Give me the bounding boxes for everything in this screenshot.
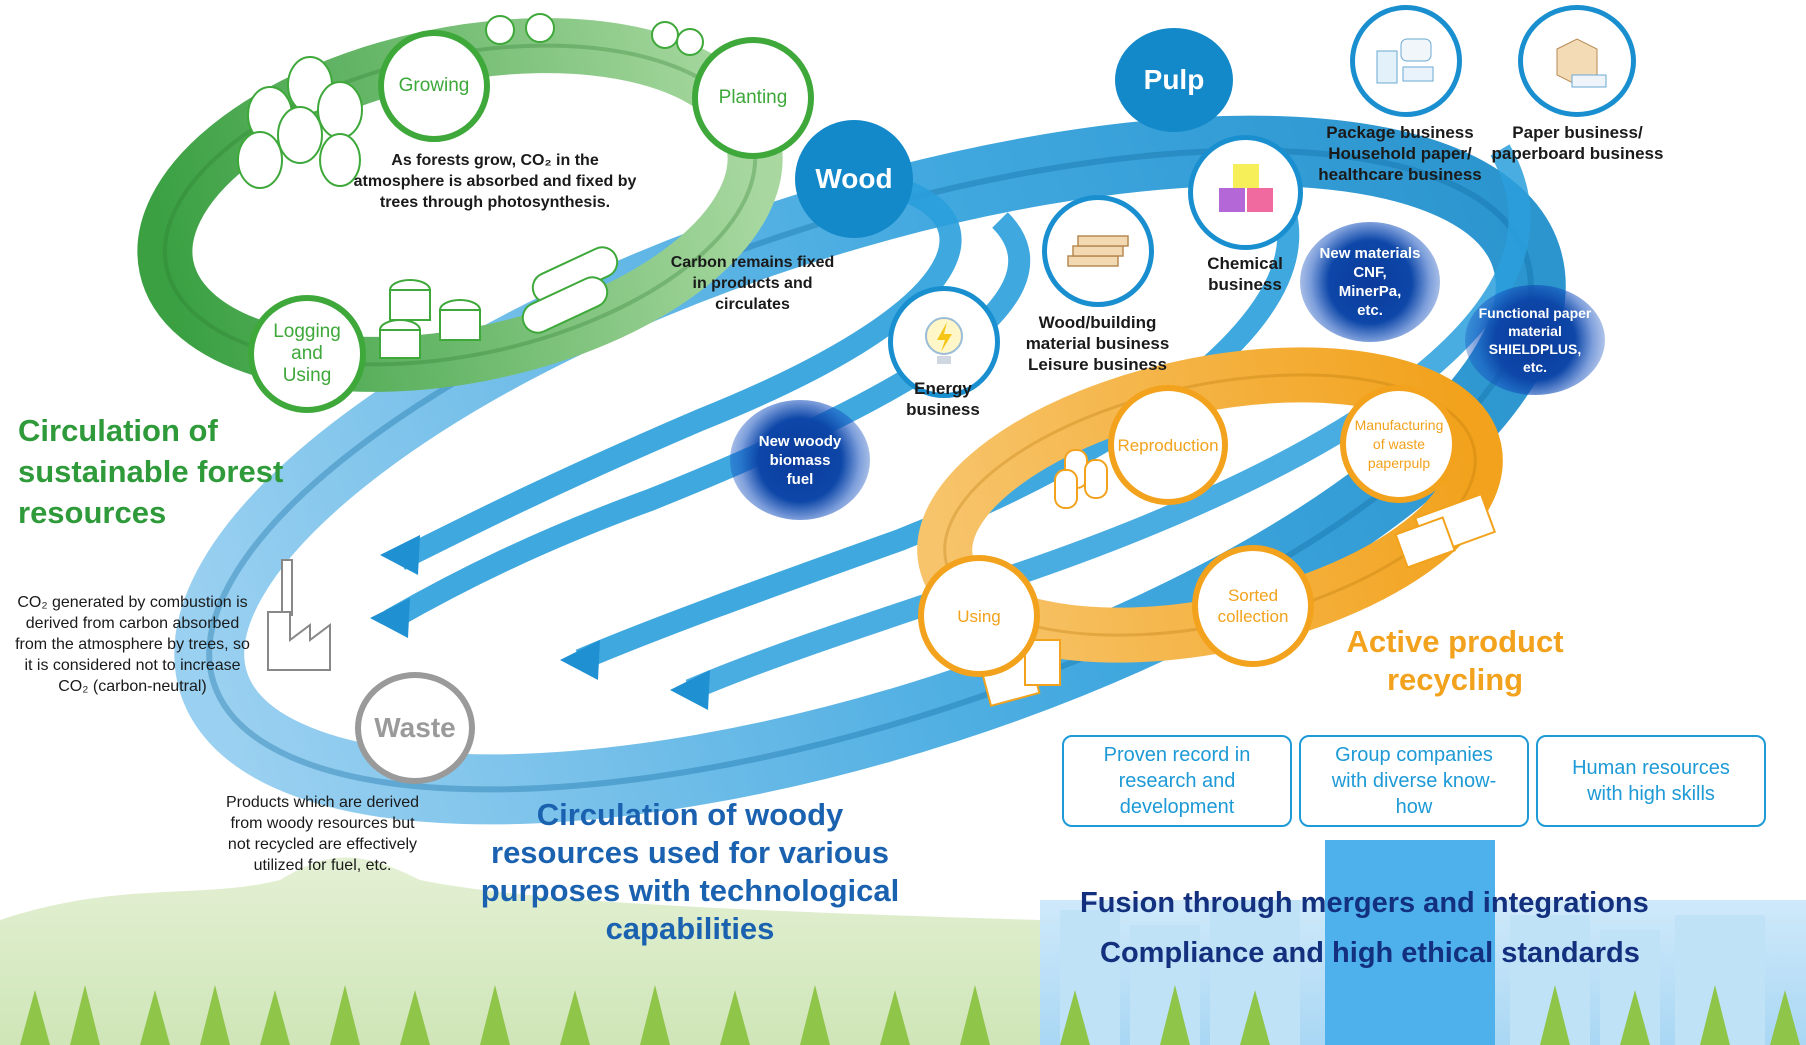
node-using: Using [918, 555, 1040, 677]
node-wood: Wood [795, 120, 913, 238]
node-manufacturing: Manufacturing of waste paperpulp [1340, 385, 1458, 503]
carbon-note: Carbon remains fixed in products and cir… [670, 254, 835, 313]
new-materials-title: New materials [1319, 245, 1421, 262]
foundation-line-2: Compliance and high ethical standards [1100, 937, 1640, 969]
node-paper-label: Paper business/ paperboard business [1491, 123, 1664, 163]
biomass-label: New woody biomass fuel [758, 432, 842, 488]
forest-note: As forests grow, CO₂ in the atmosphere i… [353, 152, 637, 211]
node-sorted-label: Sorted collection [1217, 586, 1289, 626]
node-planting-label: Planting [718, 87, 788, 108]
node-chemical-label: Chemical business [1207, 254, 1283, 294]
chemical-cubes-icon [1188, 135, 1303, 250]
node-waste: Waste [355, 672, 475, 784]
forest-heading: Circulation of sustainable forest resour… [18, 413, 284, 530]
recycling-heading: Active product recycling [1346, 624, 1564, 697]
co2-note: CO₂ generated by combustion is derived f… [15, 594, 250, 695]
node-wood-label: Wood [815, 163, 893, 194]
node-reproduction-label: Reproduction [1117, 435, 1219, 455]
waste-note: Products which are derived from woody re… [226, 794, 419, 874]
paper-box-icon [1518, 5, 1636, 117]
functional-items: SHIELDPLUS, etc. [1488, 341, 1582, 375]
node-using-label: Using [957, 606, 1001, 626]
node-wood-building-label: Wood/building material business Leisure … [1025, 313, 1170, 374]
node-logging-label: Logging and Using [273, 321, 341, 386]
energy-bulb-icon [888, 286, 1000, 398]
node-manufacturing-label: Manufacturing of waste paperpulp [1354, 416, 1444, 471]
node-logging: Logging and Using [248, 295, 366, 413]
new-materials-highlight: New materials CNF, MinerPa, etc. [1300, 222, 1440, 342]
node-reproduction: Reproduction [1108, 385, 1228, 505]
biomass-highlight: New woody biomass fuel [730, 400, 870, 520]
functional-title: Functional paper material [1478, 305, 1592, 339]
package-icon [1350, 5, 1462, 117]
new-materials-items: CNF, MinerPa, etc. [1338, 264, 1402, 319]
node-pulp-label: Pulp [1143, 64, 1205, 95]
strength-box-3: Human resources with high skills [1536, 735, 1766, 827]
lumber-icon [1042, 195, 1154, 307]
strength-box-1: Proven record in research and developmen… [1062, 735, 1292, 827]
node-package-label: Package business Household paper/ health… [1318, 123, 1482, 184]
node-energy-label: Energy business [906, 379, 980, 419]
strength-2-text: Group companies with diverse know-how [1331, 744, 1497, 818]
strength-1-text: Proven record in research and developmen… [1103, 744, 1251, 818]
node-planting: Planting [692, 37, 814, 159]
woody-heading: Circulation of woody resources used for … [480, 797, 900, 946]
node-waste-label: Waste [374, 712, 456, 743]
node-growing-label: Growing [398, 75, 470, 96]
functional-paper-highlight: Functional paper material SHIELDPLUS, et… [1465, 285, 1605, 395]
foundation-line-1: Fusion through mergers and integrations [1080, 887, 1649, 919]
node-pulp: Pulp [1115, 28, 1233, 132]
node-sorted: Sorted collection [1192, 545, 1314, 667]
node-growing: Growing [378, 30, 490, 142]
strength-3-text: Human resources with high skills [1572, 757, 1730, 805]
strength-box-2: Group companies with diverse know-how [1299, 735, 1529, 827]
